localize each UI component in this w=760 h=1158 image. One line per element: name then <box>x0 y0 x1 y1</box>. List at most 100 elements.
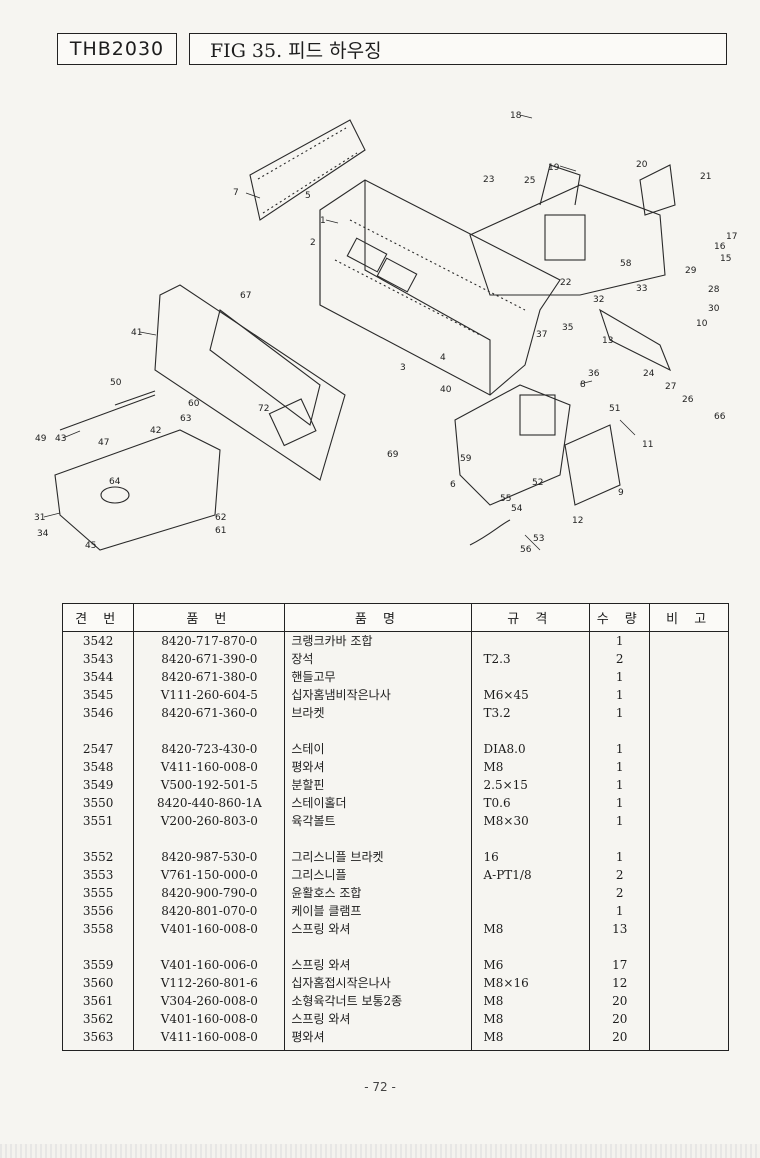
callout-label: 49 <box>35 434 47 444</box>
cell-spec <box>470 884 591 902</box>
cell-note <box>649 992 729 1010</box>
cell-name: 스테이홀더 <box>284 794 472 812</box>
cell-note <box>649 902 729 920</box>
cell-part: V112-260-801-6 <box>133 974 286 992</box>
cell-part: V304-260-008-0 <box>133 992 286 1010</box>
cell-spec: M6×45 <box>470 686 591 704</box>
cell-note <box>649 740 729 758</box>
cell-part: 8420-987-530-0 <box>133 848 286 866</box>
cell-note <box>649 776 729 794</box>
callout-label: 28 <box>708 285 720 295</box>
callout-label: 67 <box>240 291 251 301</box>
cell-part: 8420-671-390-0 <box>133 650 286 668</box>
cell-spec: A-PT1/8 <box>470 866 591 884</box>
cell-qty: 1 <box>589 686 651 704</box>
callout-labels: 1 2 3 4 5 6 7 8 9 10 11 12 13 15 16 17 1… <box>34 111 737 555</box>
cell-name: 십자홈접시작은나사 <box>284 974 472 992</box>
top-cover-plate <box>249 119 366 221</box>
spacer-cell <box>589 722 651 740</box>
figure-title-box: FIG 35. 피드 하우징 <box>189 33 727 65</box>
cell-no: 3545 <box>61 686 135 704</box>
callout-label: 24 <box>643 369 655 379</box>
col-header-item-no: 견 번 <box>61 603 135 632</box>
model-text: THB2030 <box>69 38 165 60</box>
callout-label: 53 <box>533 534 544 544</box>
cell-note <box>649 758 729 776</box>
cell-note <box>649 866 729 884</box>
cell-name: 분할핀 <box>284 776 472 794</box>
callout-label: 25 <box>524 176 535 186</box>
figure-title: FIG 35. 피드 하우징 <box>210 39 382 62</box>
cell-spec <box>470 902 591 920</box>
cell-name: 십자홈냄비작은나사 <box>284 686 472 704</box>
cell-note <box>649 1010 729 1028</box>
cell-spec: M8 <box>470 920 591 938</box>
callout-label: 20 <box>636 160 648 170</box>
cell-qty: 12 <box>589 974 651 992</box>
callout-label: 62 <box>215 513 226 523</box>
callout-label: 52 <box>532 478 543 488</box>
cell-note <box>649 794 729 812</box>
spacer-cell <box>284 830 472 848</box>
exploded-parts-diagram: 1 2 3 4 5 6 7 8 9 10 11 12 13 15 16 17 1… <box>34 111 737 555</box>
cell-qty: 1 <box>589 902 651 920</box>
cell-qty: 1 <box>589 631 651 650</box>
cell-part: 8420-671-380-0 <box>133 668 286 686</box>
cell-qty: 2 <box>589 884 651 902</box>
callout-label: 34 <box>37 529 49 539</box>
cell-name: 핸들고무 <box>284 668 472 686</box>
cell-part: V411-160-008-0 <box>133 758 286 776</box>
cell-no: 3553 <box>61 866 135 884</box>
cell-no: 2547 <box>61 740 135 758</box>
cell-name: 육각볼트 <box>284 812 472 830</box>
spacer-cell <box>589 830 651 848</box>
cell-spec: 16 <box>470 848 591 866</box>
cell-name: 소형육각너트 보통2종 <box>284 992 472 1010</box>
callout-label: 27 <box>665 382 676 392</box>
cell-name: 평와셔 <box>284 758 472 776</box>
cell-name: 스프링 와셔 <box>284 920 472 938</box>
spacer-cell <box>133 938 286 956</box>
spacer-cell <box>649 722 729 740</box>
callout-label: 8 <box>580 380 586 390</box>
cell-part: V761-150-000-0 <box>133 866 286 884</box>
cell-name: 그리스니플 브라켓 <box>284 848 472 866</box>
callout-label: 47 <box>98 438 109 448</box>
cell-part: V401-160-006-0 <box>133 956 286 974</box>
cell-note <box>649 920 729 938</box>
cell-spec: 2.5×15 <box>470 776 591 794</box>
spacer-cell <box>284 722 472 740</box>
cell-qty: 1 <box>589 740 651 758</box>
cell-note <box>649 704 729 722</box>
col-header-remarks: 비 고 <box>649 603 729 632</box>
callout-label: 15 <box>720 254 731 264</box>
callout-label: 2 <box>310 238 316 248</box>
callout-label: 19 <box>548 163 560 173</box>
callout-label: 59 <box>460 454 472 464</box>
cell-part: V200-260-803-0 <box>133 812 286 830</box>
cell-name: 크랭크카바 조합 <box>284 631 472 650</box>
scan-edge-artifact <box>0 1144 760 1158</box>
callout-label: 51 <box>609 404 620 414</box>
cell-qty: 20 <box>589 1010 651 1028</box>
cell-no: 3556 <box>61 902 135 920</box>
window-plate <box>564 424 621 506</box>
callout-label: 69 <box>387 450 399 460</box>
cell-part: V111-260-604-5 <box>133 686 286 704</box>
callout-label: 17 <box>726 232 737 242</box>
cell-spec: M8 <box>470 1028 591 1051</box>
cell-no: 3543 <box>61 650 135 668</box>
callout-label: 18 <box>510 111 522 121</box>
cell-note <box>649 631 729 650</box>
cell-part: 8420-717-870-0 <box>133 631 286 650</box>
cell-no: 3559 <box>61 956 135 974</box>
